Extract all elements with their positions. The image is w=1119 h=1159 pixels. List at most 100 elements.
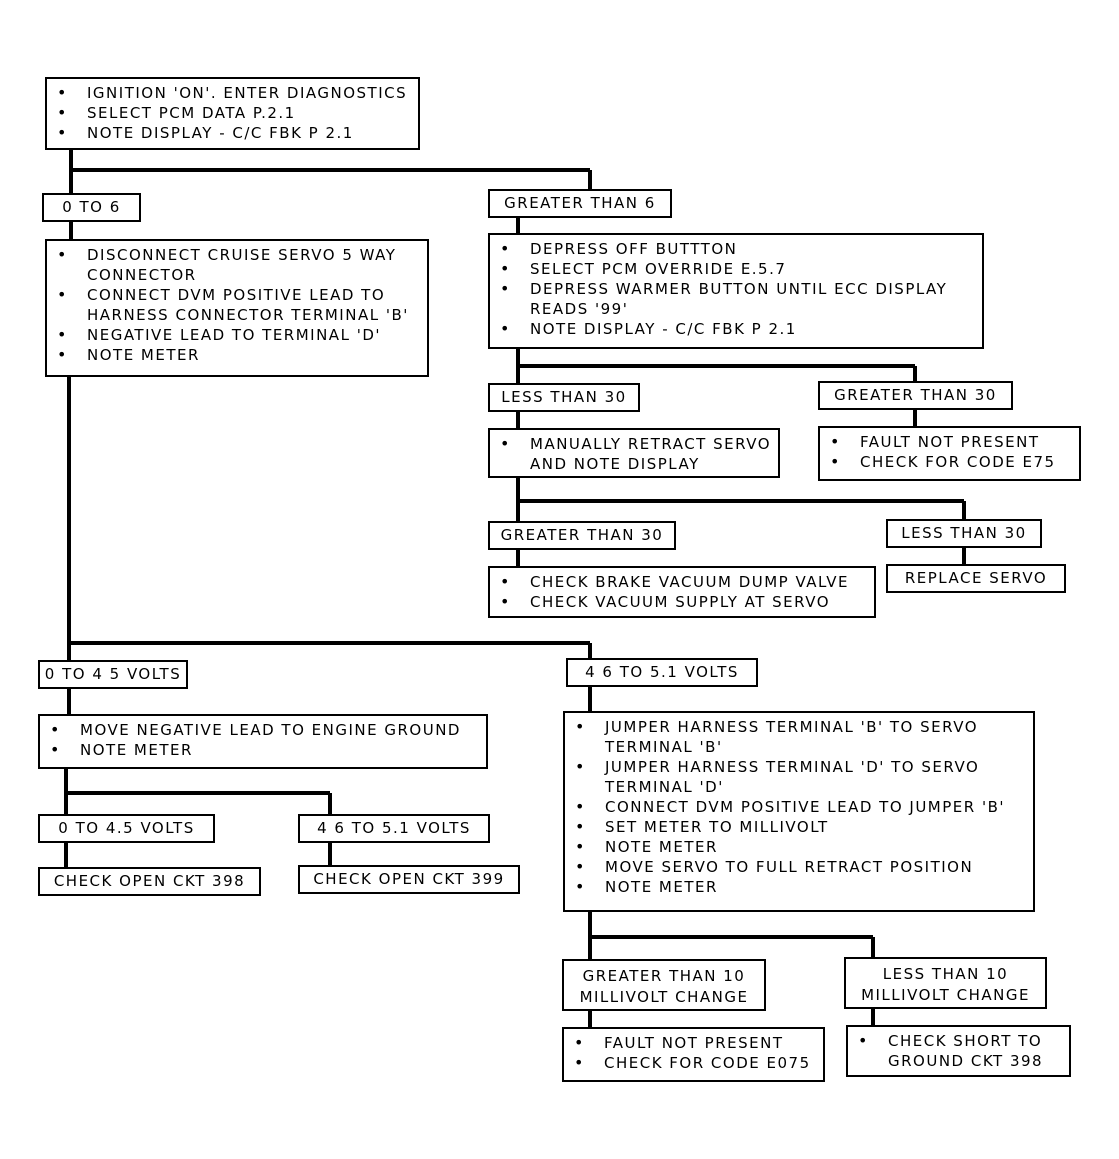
action-item: MANUALLY RETRACT SERVO AND NOTE DISPLAY	[496, 434, 772, 474]
action-item: MOVE NEGATIVE LEAD TO ENGINE GROUND	[46, 720, 480, 740]
condition-box: 0 TO 4 5 VOLTS	[38, 660, 188, 689]
action-list: CHECK BRAKE VACUUM DUMP VALVECHECK VACUU…	[496, 572, 868, 612]
connector-line	[590, 935, 873, 939]
connector-line	[871, 937, 875, 957]
condition-label: CHECK OPEN CKT 399	[313, 870, 505, 888]
action-list: DISCONNECT CRUISE SERVO 5 WAY CONNECTORC…	[53, 245, 421, 365]
condition-label: GREATER THAN 30	[834, 386, 997, 404]
action-item: DEPRESS WARMER BUTTON UNTIL ECC DISPLAY …	[496, 279, 976, 319]
action-item: CHECK VACUUM SUPPLY AT SERVO	[496, 592, 868, 612]
condition-label: 4 6 TO 5.1 VOLTS	[585, 663, 739, 681]
action-item: NOTE METER	[46, 740, 480, 760]
action-box: MOVE NEGATIVE LEAD TO ENGINE GROUNDNOTE …	[38, 714, 488, 769]
condition-box: LESS THAN 30	[886, 519, 1042, 548]
action-list: DEPRESS OFF BUTTTONSELECT PCM OVERRIDE E…	[496, 239, 976, 339]
action-item: NOTE DISPLAY - C/C FBK P 2.1	[496, 319, 976, 339]
connector-line	[588, 643, 592, 658]
action-box: CHECK BRAKE VACUUM DUMP VALVECHECK VACUU…	[488, 566, 876, 618]
action-item: MOVE SERVO TO FULL RETRACT POSITION	[571, 857, 1027, 877]
condition-label: 0 TO 6	[62, 198, 121, 216]
connector-line	[588, 170, 592, 189]
action-list: CHECK SHORT TO GROUND CKT 398	[854, 1031, 1063, 1071]
connector-line	[69, 222, 73, 239]
action-list: MOVE NEGATIVE LEAD TO ENGINE GROUNDNOTE …	[46, 720, 480, 760]
condition-label: CHECK OPEN CKT 398	[53, 872, 246, 890]
action-item: NOTE METER	[571, 877, 1027, 897]
action-item: FAULT NOT PRESENT	[570, 1033, 817, 1053]
condition-box: 4 6 TO 5.1 VOLTS	[298, 814, 490, 843]
action-list: FAULT NOT PRESENTCHECK FOR CODE E075	[570, 1033, 817, 1073]
action-item: DEPRESS OFF BUTTTON	[496, 239, 976, 259]
action-box: DEPRESS OFF BUTTTONSELECT PCM OVERRIDE E…	[488, 233, 984, 349]
action-item: CONNECT DVM POSITIVE LEAD TO HARNESS CON…	[53, 285, 421, 325]
connector-line	[67, 689, 71, 714]
connector-line	[66, 791, 330, 795]
action-list: JUMPER HARNESS TERMINAL 'B' TO SERVO TER…	[571, 717, 1027, 897]
action-item: CHECK BRAKE VACUUM DUMP VALVE	[496, 572, 868, 592]
action-item: NOTE METER	[571, 837, 1027, 857]
action-list: IGNITION 'ON'. ENTER DIAGNOSTICSSELECT P…	[53, 83, 412, 143]
connector-line	[516, 218, 520, 233]
connector-line	[516, 550, 520, 566]
action-box: DISCONNECT CRUISE SERVO 5 WAY CONNECTORC…	[45, 239, 429, 377]
action-item: SELECT PCM DATA P.2.1	[53, 103, 412, 123]
action-item: CHECK SHORT TO GROUND CKT 398	[854, 1031, 1063, 1071]
condition-box: 0 TO 4.5 VOLTS	[38, 814, 215, 843]
condition-label: LESS THAN 30	[901, 524, 1027, 542]
condition-box: GREATER THAN 30	[818, 381, 1013, 410]
action-box: CHECK SHORT TO GROUND CKT 398	[846, 1025, 1071, 1077]
connector-line	[64, 843, 68, 867]
action-item: CHECK FOR CODE E75	[826, 452, 1073, 472]
condition-label: LESS THAN 10 MILLIVOLT CHANGE	[861, 965, 1030, 1004]
connector-line	[962, 548, 966, 564]
condition-label: REPLACE SERVO	[904, 569, 1048, 587]
connector-line	[67, 377, 71, 660]
condition-box: REPLACE SERVO	[886, 564, 1066, 593]
condition-label: 4 6 TO 5.1 VOLTS	[317, 819, 471, 837]
action-list: FAULT NOT PRESENTCHECK FOR CODE E75	[826, 432, 1073, 472]
condition-label: 0 TO 4 5 VOLTS	[44, 665, 182, 683]
connector-line	[913, 410, 917, 426]
action-item: IGNITION 'ON'. ENTER DIAGNOSTICS	[53, 83, 412, 103]
condition-label: GREATER THAN 30	[500, 526, 664, 544]
action-item: JUMPER HARNESS TERMINAL 'D' TO SERVO TER…	[571, 757, 1027, 797]
condition-box: CHECK OPEN CKT 399	[298, 865, 520, 894]
action-item: NEGATIVE LEAD TO TERMINAL 'D'	[53, 325, 421, 345]
connector-line	[328, 793, 332, 814]
condition-box: GREATER THAN 10 MILLIVOLT CHANGE	[562, 959, 766, 1011]
condition-label: GREATER THAN 6	[504, 194, 656, 212]
action-item: NOTE METER	[53, 345, 421, 365]
action-item: NOTE DISPLAY - C/C FBK P 2.1	[53, 123, 412, 143]
connector-line	[328, 843, 332, 865]
action-item: SET METER TO MILLIVOLT	[571, 817, 1027, 837]
action-list: MANUALLY RETRACT SERVO AND NOTE DISPLAY	[496, 434, 772, 474]
condition-box: LESS THAN 30	[488, 383, 640, 412]
action-item: FAULT NOT PRESENT	[826, 432, 1073, 452]
action-box: JUMPER HARNESS TERMINAL 'B' TO SERVO TER…	[563, 711, 1035, 912]
action-box: MANUALLY RETRACT SERVO AND NOTE DISPLAY	[488, 428, 780, 478]
condition-box: GREATER THAN 6	[488, 189, 672, 218]
condition-box: LESS THAN 10 MILLIVOLT CHANGE	[844, 957, 1047, 1009]
action-item: DISCONNECT CRUISE SERVO 5 WAY CONNECTOR	[53, 245, 421, 285]
action-box: FAULT NOT PRESENTCHECK FOR CODE E075	[562, 1027, 825, 1082]
action-item: SELECT PCM OVERRIDE E.5.7	[496, 259, 976, 279]
action-item: JUMPER HARNESS TERMINAL 'B' TO SERVO TER…	[571, 717, 1027, 757]
action-box: FAULT NOT PRESENTCHECK FOR CODE E75	[818, 426, 1081, 481]
connector-line	[518, 499, 964, 503]
connector-line	[962, 501, 966, 519]
condition-box: 4 6 TO 5.1 VOLTS	[566, 658, 758, 687]
action-box: IGNITION 'ON'. ENTER DIAGNOSTICSSELECT P…	[45, 77, 420, 150]
action-item: CONNECT DVM POSITIVE LEAD TO JUMPER 'B'	[571, 797, 1027, 817]
connector-line	[69, 641, 590, 645]
connector-line	[913, 366, 917, 381]
connector-line	[71, 168, 590, 172]
condition-box: CHECK OPEN CKT 398	[38, 867, 261, 896]
connector-line	[588, 1011, 592, 1027]
condition-box: GREATER THAN 30	[488, 521, 676, 550]
condition-label: 0 TO 4.5 VOLTS	[58, 819, 195, 837]
condition-box: 0 TO 6	[42, 193, 141, 222]
condition-label: LESS THAN 30	[501, 388, 627, 406]
connector-line	[516, 412, 520, 428]
connector-line	[588, 687, 592, 711]
